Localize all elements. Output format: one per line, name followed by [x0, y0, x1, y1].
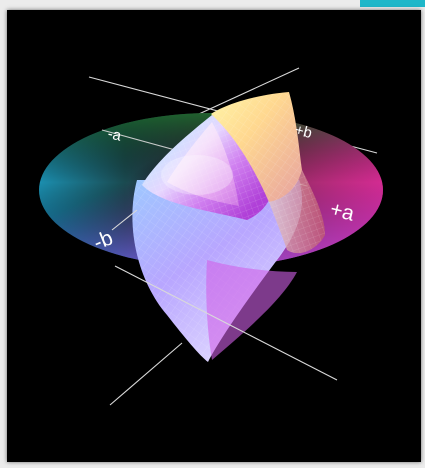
- lab-color-solid-diagram: -a +a -b +b: [39, 67, 383, 406]
- pos-b-label: +b: [293, 121, 314, 142]
- color-space-panel: -a +a -b +b: [7, 10, 421, 462]
- axis-labels: -a +a -b +b: [90, 121, 357, 254]
- solid-yellow-mesh: [211, 92, 302, 202]
- pos-a-label: +a: [328, 198, 357, 226]
- solid-magenta-face: [206, 260, 297, 360]
- color-solid: [132, 92, 325, 362]
- solid-right-mesh: [269, 170, 325, 254]
- neg-a-label: -a: [106, 125, 123, 145]
- a-axis-front-line: [114, 265, 338, 381]
- axis-lines-front: [109, 209, 338, 406]
- b-axis-disc-segment: [111, 209, 138, 231]
- solid-highlight: [161, 155, 233, 195]
- accent-bar: [360, 0, 425, 7]
- solid-inner-face: [167, 122, 239, 206]
- b-axis-front-line: [109, 342, 183, 406]
